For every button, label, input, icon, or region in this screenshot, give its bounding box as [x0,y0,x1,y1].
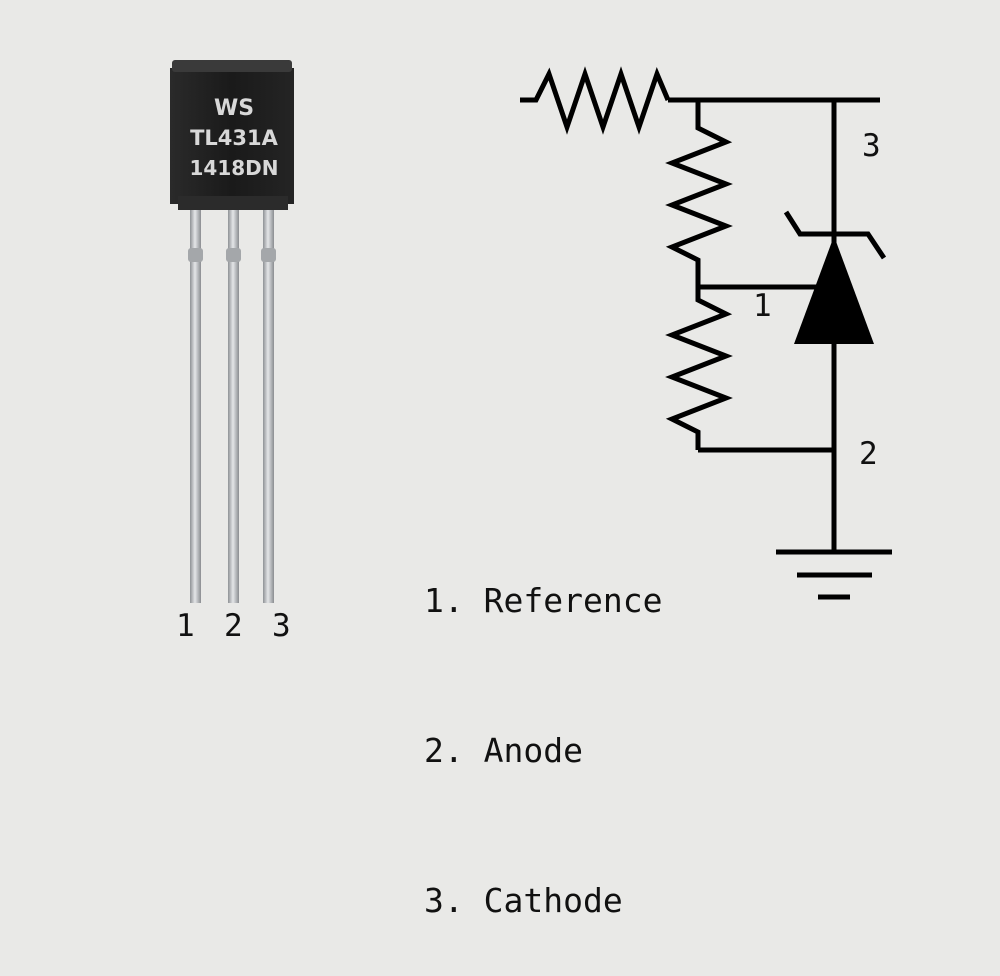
legend-name: Anode [483,731,583,770]
input-resistor [520,66,671,135]
pin-legend: 1. Reference 2. Anode 3. Cathode [424,476,662,976]
zener-cathode-bar [783,210,887,260]
lead-1 [190,205,201,603]
lead-2 [228,205,239,603]
legend-name: Cathode [483,881,623,920]
pin-label-3: 3 [272,608,291,644]
legend-item: 1. Reference [424,576,662,626]
pin-label-1: 1 [176,608,195,644]
legend-name: Reference [483,581,663,620]
schematic-pin-anode: 2 [859,436,878,472]
legend-item: 2. Anode [424,726,662,776]
schematic-pin-cathode: 3 [862,128,881,164]
tl431-package: WS TL431A 1418DN [170,60,294,603]
legend-number: 1. [424,581,464,620]
divider-resistor-top [665,100,733,287]
schematic-pin-reference: 1 [753,288,772,324]
divider-resistor-bottom [665,287,733,450]
legend-number: 3. [424,881,464,920]
package-body [170,68,294,204]
legend-item: 3. Cathode [424,876,662,926]
zener-triangle [794,236,874,344]
legend-number: 2. [424,731,464,770]
marking-line1: WS [214,96,254,121]
lead-3 [263,205,274,603]
diagram-canvas: WS TL431A 1418DN [170,60,892,603]
marking-line2: TL431A [190,126,279,150]
pin-label-2: 2 [224,608,243,644]
marking-line3: 1418DN [189,156,278,180]
